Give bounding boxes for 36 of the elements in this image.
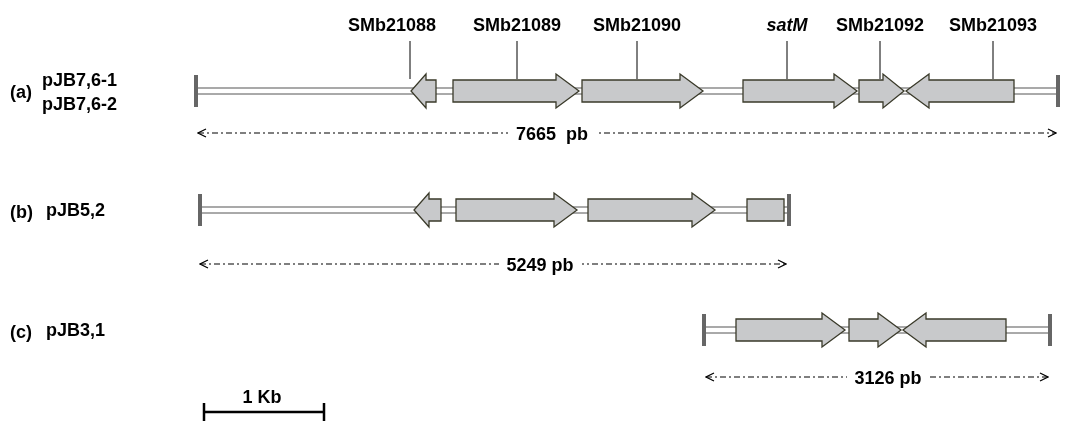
gene-shape	[581, 73, 704, 109]
gene-shape	[848, 312, 902, 348]
gene-shape	[902, 312, 1007, 348]
row-letter: (c)	[10, 322, 32, 342]
leader-line	[409, 40, 411, 80]
dimension-label: 3126 pb	[846, 368, 930, 388]
gene-label: SMb21088	[348, 15, 437, 35]
gene-shape	[452, 73, 580, 109]
gene-label: SMb21089	[473, 15, 562, 35]
gene-label: satM	[766, 15, 808, 35]
plasmid-name: pJB7,6-2	[42, 94, 118, 114]
dimension-label: 7665 pb	[508, 124, 597, 144]
gene-shape	[858, 73, 905, 109]
row-letter: (b)	[10, 202, 33, 222]
gene-shape	[742, 73, 858, 109]
dimension-label: 5249 pb	[498, 255, 582, 275]
scale-label: 1 Kb	[242, 387, 282, 407]
gene-shape	[413, 192, 442, 228]
gene-shape	[905, 73, 1015, 109]
gene-label: SMb21092	[836, 15, 925, 35]
plasmid-name: pJB7,6-1	[42, 70, 118, 90]
gene-label: SMb21093	[949, 15, 1038, 35]
row-letter: (a)	[10, 82, 32, 102]
leader-line	[786, 40, 788, 80]
leader-line	[879, 40, 881, 80]
gene-shape	[587, 192, 716, 228]
gene-shape	[455, 192, 578, 228]
leader-line	[516, 40, 518, 80]
leader-line	[992, 40, 994, 80]
gene-shape	[410, 73, 437, 109]
gene-shape	[746, 198, 785, 222]
plasmid-name: pJB3,1	[46, 320, 106, 340]
gene-shape	[735, 312, 846, 348]
gene-label: SMb21090	[593, 15, 682, 35]
leader-line	[636, 40, 638, 80]
plasmid-name: pJB5,2	[46, 200, 106, 220]
